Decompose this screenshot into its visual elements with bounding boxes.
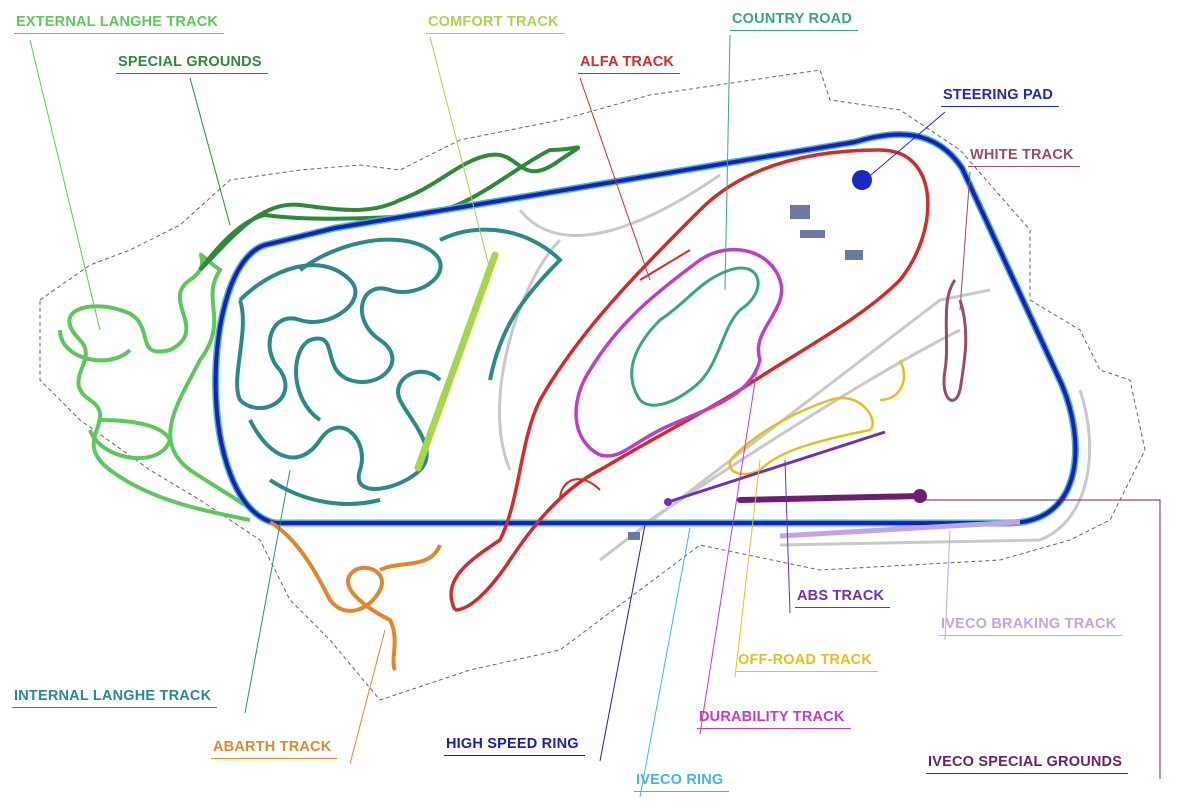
label-country-road: COUNTRY ROAD [730,11,859,31]
label-high-speed-ring: HIGH SPEED RING [444,736,585,756]
leader-country-road [724,34,731,291]
buildings [628,205,863,540]
durability-track [574,247,784,458]
external-langhe-track [67,252,267,522]
leader-iveco-braking [944,529,951,641]
leader-abs [784,459,791,614]
leader-iveco-ring [639,527,691,798]
label-iveco-ring: IVECO RING [634,772,730,792]
iveco-braking-track [779,519,1021,539]
label-white-track: WHITE TRACK [968,147,1080,167]
white-track [942,279,968,402]
label-alfa-track: ALFA TRACK [578,54,681,74]
leader-durability [699,349,761,735]
label-off-road-track: OFF-ROAD TRACK [736,652,879,672]
internal-langhe-track [235,227,563,506]
abs-track [667,430,886,504]
country-road [630,266,760,407]
leader-steering-pad [864,111,946,181]
leader-high-speed-ring [599,524,646,762]
iveco-special-grounds [737,493,923,503]
leader-alfa [579,77,651,281]
leader-white [959,171,971,311]
label-special-grounds: SPECIAL GROUNDS [116,54,268,74]
label-steering-pad: STEERING PAD [941,87,1060,107]
leader-abarth [349,629,386,765]
label-comfort-track: COMFORT TRACK [426,14,565,34]
service-roads [498,173,1092,562]
label-iveco-special-grounds: IVECO SPECIAL GROUNDS [926,754,1129,774]
label-abarth-track: ABARTH TRACK [211,739,338,759]
leader-internal-langhe [244,469,291,714]
steering-pad [852,170,872,190]
abarth-track [268,520,442,671]
leader-comfort [429,36,491,271]
label-durability-track: DURABILITY TRACK [697,709,851,729]
label-iveco-braking-track: IVECO BRAKING TRACK [939,616,1123,636]
label-internal-langhe-track: INTERNAL LANGHE TRACK [12,688,218,708]
leader-iveco-special-grounds [925,499,1161,779]
off-road-track [728,359,906,476]
external-langhe-track-loop [58,329,173,461]
special-grounds-track [198,145,581,272]
label-external-langhe-track: EXTERNAL LANGHE TRACK [14,14,225,34]
leader-special-grounds [189,77,231,226]
site-boundary [39,69,1146,701]
comfort-track [414,251,499,472]
label-abs-track: ABS TRACK [795,588,891,608]
leader-off-road [734,459,761,678]
high-speed-ring [213,132,1078,525]
leader-external-langhe [29,39,101,331]
alfa-track [449,148,930,612]
